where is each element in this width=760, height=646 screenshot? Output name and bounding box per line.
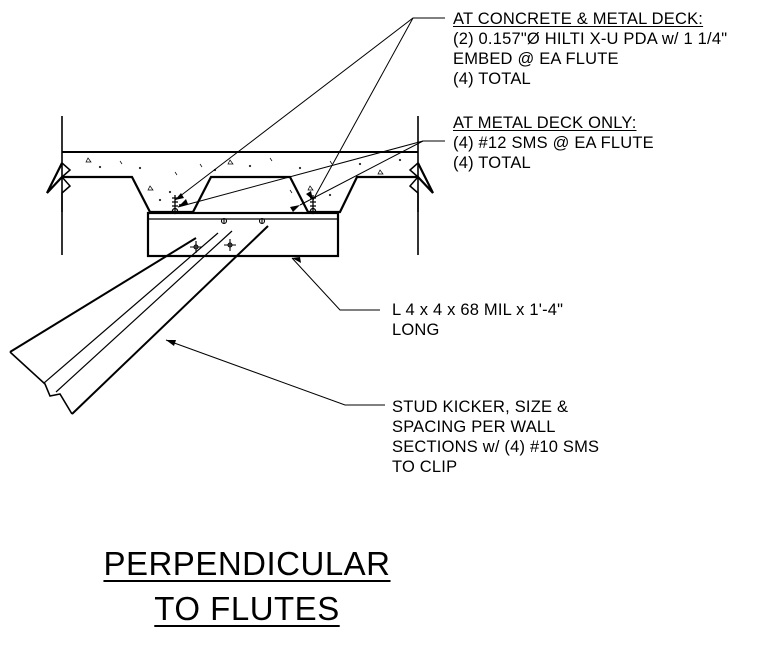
detail-title-line-1: PERPENDICULAR <box>103 545 391 582</box>
clip-screws <box>190 217 266 253</box>
note-line: TO CLIP <box>392 458 458 476</box>
note-line: (4) TOTAL <box>453 70 531 88</box>
note-heading: AT METAL DECK ONLY: <box>453 114 637 132</box>
note-line: SPACING PER WALL <box>392 418 556 436</box>
note-stud-kicker: STUD KICKER, SIZE & SPACING PER WALL SEC… <box>392 397 599 477</box>
note-line: EMBED @ EA FLUTE <box>453 50 619 68</box>
clip-angle <box>146 211 340 258</box>
note-line: (4) #12 SMS @ EA FLUTE <box>453 134 654 152</box>
leader-lines <box>165 17 445 406</box>
metal-deck-profile <box>46 162 434 214</box>
note-line: (2) 0.157"Ø HILTI X-U PDA w/ 1 1/4" <box>453 30 728 48</box>
note-line: LONG <box>392 321 440 339</box>
slab-break-left <box>61 162 72 212</box>
note-metal-deck-only: AT METAL DECK ONLY: (4) #12 SMS @ EA FLU… <box>453 113 654 173</box>
note-line: SECTIONS w/ (4) #10 SMS <box>392 438 600 456</box>
deck-fasteners <box>171 195 317 215</box>
concrete-hatch <box>85 157 402 207</box>
note-line: STUD KICKER, SIZE & <box>392 398 569 416</box>
note-clip-angle: L 4 x 4 x 68 MIL x 1'-4" LONG <box>392 300 563 340</box>
note-heading: AT CONCRETE & METAL DECK: <box>453 10 704 28</box>
note-concrete-metal-deck: AT CONCRETE & METAL DECK: (2) 0.157"Ø HI… <box>453 9 727 89</box>
stud-kicker <box>9 225 269 415</box>
slab-break-right <box>408 162 419 212</box>
wall-edges <box>61 116 419 255</box>
detail-title-line-2: TO FLUTES <box>154 590 340 627</box>
note-line: (4) TOTAL <box>453 154 531 172</box>
note-line: L 4 x 4 x 68 MIL x 1'-4" <box>392 301 564 319</box>
leader-arrowheads <box>166 191 313 346</box>
